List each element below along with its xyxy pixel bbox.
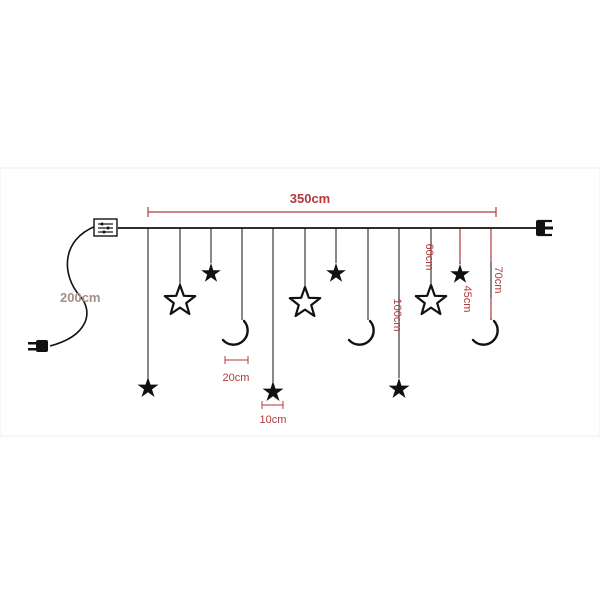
spacing-20-dimension — [224, 356, 249, 364]
star-outline-icon — [288, 285, 322, 318]
crescent-moon-icon — [221, 319, 249, 346]
star-filled-icon — [450, 264, 470, 283]
filled-stars — [137, 263, 470, 401]
moons — [221, 319, 499, 346]
spacing-10-label: 10cm — [260, 414, 287, 426]
spacing-20-label: 20cm — [223, 372, 250, 384]
plug-icon — [28, 340, 48, 352]
drop-100-label: 100cm — [391, 298, 403, 331]
end-connector-icon — [536, 219, 553, 237]
spacing-10-dimension — [261, 401, 284, 409]
power-cable — [49, 225, 97, 347]
total-length-label: 350cm — [290, 191, 330, 206]
star-outline-icon — [414, 283, 448, 316]
star-filled-icon — [262, 381, 284, 401]
star-filled-icon — [137, 377, 159, 397]
star-filled-icon — [326, 263, 346, 282]
outline-stars — [163, 283, 448, 318]
controller-box-icon — [93, 218, 118, 237]
star-outline-icon — [163, 283, 197, 316]
crescent-moon-icon — [471, 319, 499, 346]
crescent-moon-icon — [347, 319, 375, 346]
star-filled-icon — [388, 378, 410, 398]
drop-strands — [147, 228, 492, 382]
star-filled-icon — [201, 263, 221, 282]
drop-45-label: 45cm — [461, 286, 473, 313]
drop-60-label: 60cm — [423, 244, 435, 271]
total-length-dimension — [147, 207, 497, 217]
cable-length-label: 200cm — [60, 290, 100, 305]
drop-70-label: 70cm — [492, 267, 504, 294]
